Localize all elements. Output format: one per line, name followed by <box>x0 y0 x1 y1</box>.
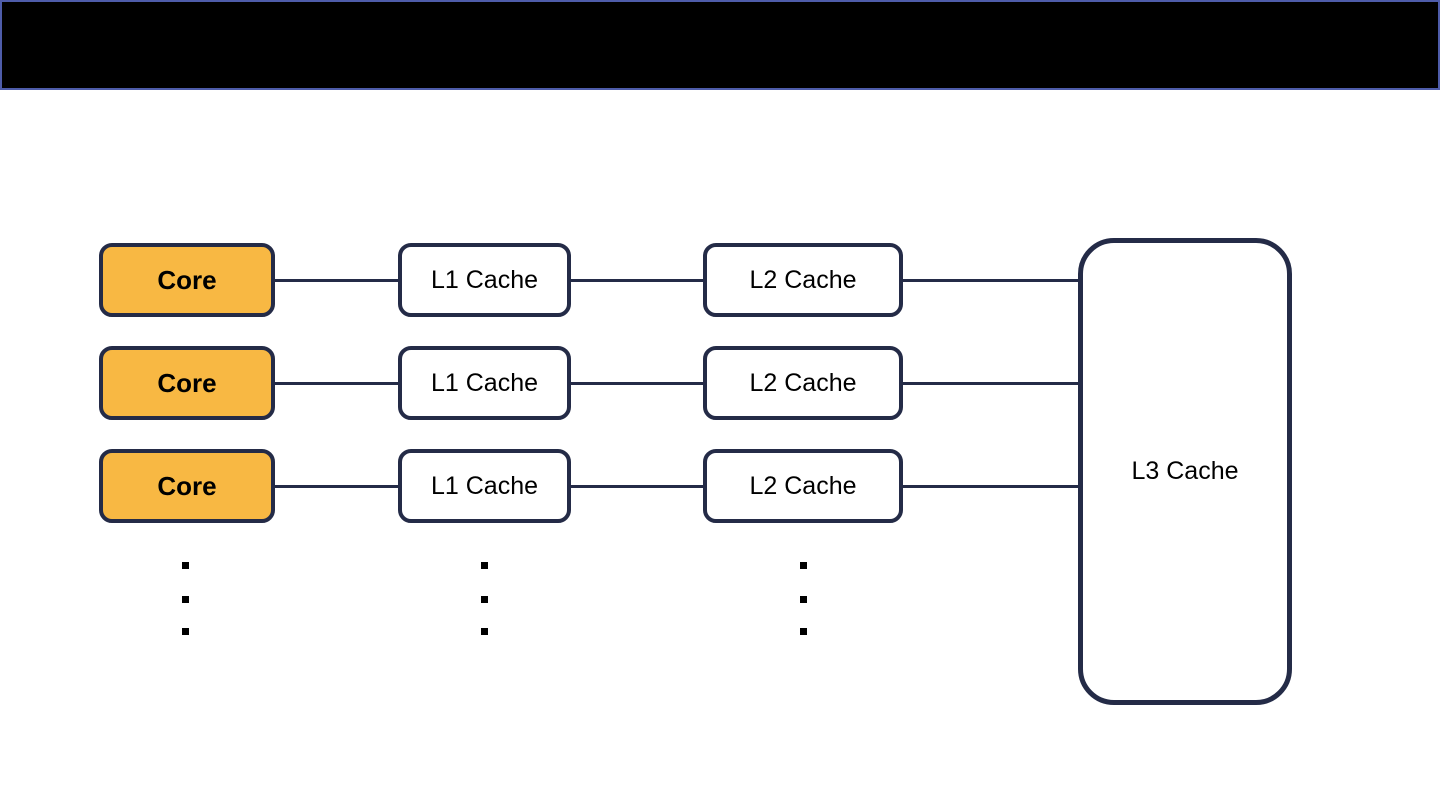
diagram-row: Core L1 Cache L2 Cache <box>0 346 1440 420</box>
l2-cache-box: L2 Cache <box>703 449 903 523</box>
l2-cache-box: L2 Cache <box>703 346 903 420</box>
ellipsis-dot <box>481 628 488 635</box>
title-bar <box>0 0 1440 90</box>
ellipsis-dot <box>800 596 807 603</box>
ellipsis-dot <box>800 562 807 569</box>
l1-cache-box: L1 Cache <box>398 449 571 523</box>
l1-cache-box: L1 Cache <box>398 346 571 420</box>
diagram-row: Core L1 Cache L2 Cache <box>0 449 1440 523</box>
connector-l1-l2 <box>571 485 703 488</box>
ellipsis-dot <box>182 596 189 603</box>
core-box: Core <box>99 449 275 523</box>
connector-core-l1 <box>275 279 398 282</box>
ellipsis-dot <box>182 562 189 569</box>
vertical-ellipsis-l1 <box>481 562 488 638</box>
l2-cache-box: L2 Cache <box>703 243 903 317</box>
ellipsis-dot <box>481 562 488 569</box>
l3-cache-box: L3 Cache <box>1078 238 1292 705</box>
core-box: Core <box>99 346 275 420</box>
connector-l1-l2 <box>571 279 703 282</box>
vertical-ellipsis-core <box>182 562 189 638</box>
connector-l2-l3 <box>903 279 1078 282</box>
ellipsis-dot <box>182 628 189 635</box>
ellipsis-dot <box>481 596 488 603</box>
connector-core-l1 <box>275 382 398 385</box>
connector-l2-l3 <box>903 382 1078 385</box>
ellipsis-dot <box>800 628 807 635</box>
core-box: Core <box>99 243 275 317</box>
l1-cache-box: L1 Cache <box>398 243 571 317</box>
connector-l1-l2 <box>571 382 703 385</box>
connector-l2-l3 <box>903 485 1078 488</box>
connector-core-l1 <box>275 485 398 488</box>
vertical-ellipsis-l2 <box>800 562 807 638</box>
diagram-row: Core L1 Cache L2 Cache <box>0 243 1440 317</box>
